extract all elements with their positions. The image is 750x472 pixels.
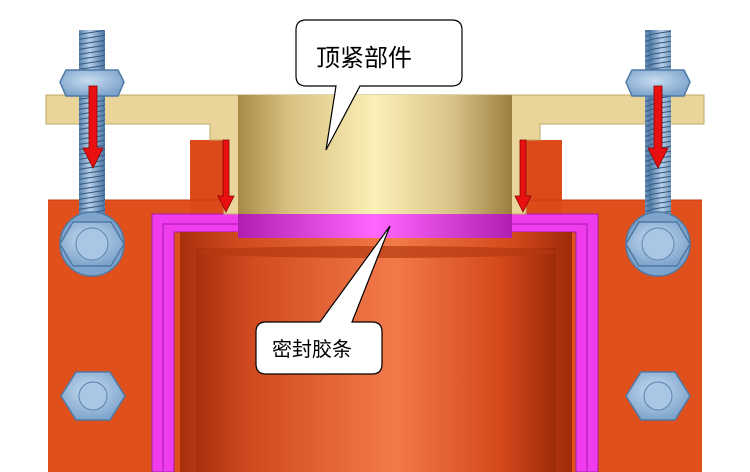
right-nut-icon xyxy=(625,69,691,97)
seal-strip xyxy=(238,214,512,238)
down-arrow-icon xyxy=(82,85,104,169)
left-column xyxy=(190,140,228,220)
top-part xyxy=(238,95,512,216)
left-nut-icon xyxy=(59,69,125,97)
down-arrow-icon xyxy=(514,139,532,213)
down-arrow-icon xyxy=(647,85,669,169)
callout-seal-strip: 密封胶条 xyxy=(255,225,391,375)
callout-top-part: 顶紧部件 xyxy=(295,19,463,151)
label-seal-strip: 密封胶条 xyxy=(272,337,352,361)
down-arrow-icon xyxy=(217,139,235,213)
right-bolt xyxy=(625,30,691,277)
right-column xyxy=(522,140,562,220)
label-top-part: 顶紧部件 xyxy=(316,44,412,72)
